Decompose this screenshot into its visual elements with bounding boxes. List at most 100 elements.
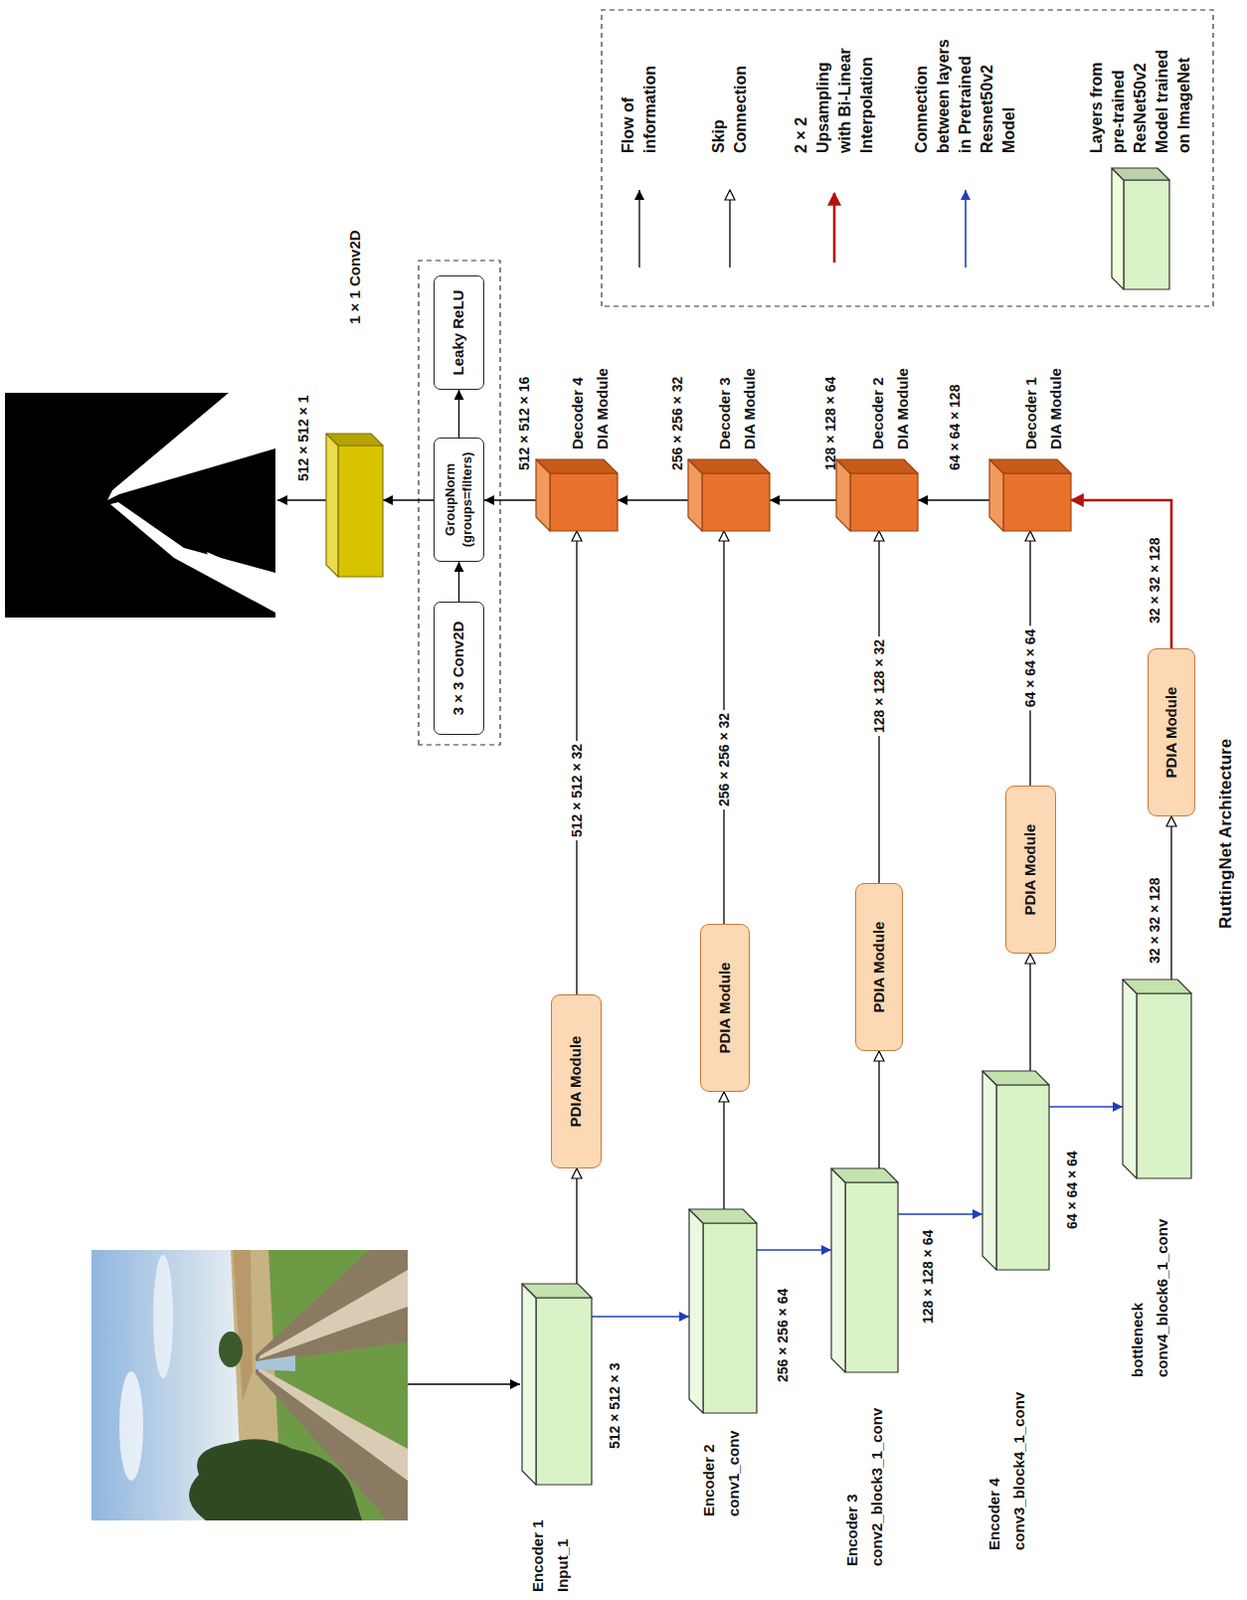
block-face <box>326 433 339 577</box>
decoder-block-shape <box>989 459 1071 532</box>
decoder-block: Decoder 1DIA Module <box>989 459 1071 532</box>
legend-sample-arrow <box>638 189 640 268</box>
field <box>91 1249 408 1521</box>
block-face <box>688 459 770 474</box>
block-face <box>982 1070 997 1270</box>
block-face <box>1122 979 1192 994</box>
pdia-module: PDIA Module <box>855 883 903 1052</box>
dimension-label: 64 × 64 × 64 <box>1021 626 1040 712</box>
block-label-text: conv2_block3_1_conv <box>864 1408 890 1567</box>
legend-text: Layers from pre-trained ResNet50v2 Model… <box>1085 31 1196 154</box>
block-face <box>1111 168 1170 180</box>
block-face <box>1111 168 1124 290</box>
block-face <box>535 459 618 474</box>
legend-frame <box>601 9 1214 307</box>
block-label: Encoder 2conv1_conv <box>696 1429 746 1517</box>
block-label-text: conv3_block4_1_conv <box>1006 1392 1032 1551</box>
block-label-text: bottleneck <box>1124 1219 1150 1378</box>
input-photo <box>91 1249 408 1521</box>
block-label-text: Decoder 1 <box>1018 367 1044 450</box>
legend-text: Connection between layers in Pretrained … <box>910 31 1021 154</box>
block-label-text: DIA Module <box>589 367 615 450</box>
rut <box>255 1365 408 1521</box>
block-label-text: Decoder 4 <box>564 367 590 450</box>
encoder-block-shape <box>1122 979 1192 1179</box>
output-mask <box>4 392 276 618</box>
dimension-label: 128 × 128 × 64 <box>918 1230 937 1324</box>
block-label: Encoder 4conv3_block4_1_conv <box>981 1392 1032 1551</box>
block-label-text: conv1_conv <box>720 1429 746 1517</box>
group-bracket <box>418 260 501 745</box>
dimension-label: 256 × 256 × 32 <box>714 710 733 810</box>
block-label-text: Encoder 3 <box>839 1408 865 1567</box>
encoder-block: Encoder 1Input_1 <box>522 1283 592 1485</box>
legend-text: Skip Connection <box>708 38 752 154</box>
legend-sample-arrow <box>728 189 730 268</box>
block-label: Decoder 3DIA Module <box>712 367 762 450</box>
skip-connection <box>878 1051 880 1169</box>
dimension-label: 512 × 512 × 16 <box>515 376 534 471</box>
box-text: PDIA Module <box>566 1036 586 1128</box>
encoder-block-shape <box>831 1168 898 1373</box>
flow-arrow <box>382 499 434 501</box>
conv-block-shape <box>326 433 383 577</box>
flow-arrow <box>458 561 460 602</box>
rut-highlight <box>258 1367 408 1481</box>
legend-text: Flow of information <box>617 23 662 154</box>
dimension-label: 256 × 256 × 64 <box>773 1288 792 1383</box>
block-face <box>982 1070 1050 1085</box>
legend-sample-arrow <box>964 189 967 268</box>
block-face <box>831 1168 846 1373</box>
mask-rut <box>110 502 276 613</box>
encoder-block-shape <box>982 1070 1050 1270</box>
conv-block: 1 × 1 Conv2D <box>326 433 383 577</box>
block-label-text: Input_1 <box>549 1519 575 1593</box>
block-face <box>549 473 618 532</box>
block-face <box>1122 979 1137 1179</box>
upsampling-arrow <box>1070 500 1172 649</box>
block-label-text: Encoder 4 <box>981 1392 1007 1551</box>
cloud <box>119 1371 144 1481</box>
encoder-block-shape <box>522 1283 592 1485</box>
block-label: 1 × 1 Conv2D <box>342 229 367 325</box>
block-face <box>831 1168 898 1183</box>
process-box: GroupNorm (groups=filters) <box>433 437 485 562</box>
dimension-label: 512 × 512 × 3 <box>605 1363 624 1449</box>
block-label-text: DIA Module <box>736 367 762 450</box>
skip-connection <box>1029 953 1031 1071</box>
flow-arrow <box>769 499 837 501</box>
input-arrow <box>407 1383 521 1385</box>
block-face <box>689 1209 757 1224</box>
skip-connection <box>1170 816 1172 980</box>
block-face <box>522 1283 592 1298</box>
far-field <box>232 1249 253 1402</box>
block-face <box>326 433 383 446</box>
block-face <box>845 1182 898 1373</box>
box-text: PDIA Module <box>715 962 735 1055</box>
flow-arrow <box>917 499 990 501</box>
block-face <box>1136 993 1192 1179</box>
decoder-block: Decoder 4DIA Module <box>535 459 618 532</box>
skip-connection <box>722 1091 724 1210</box>
decoder-block-shape <box>688 459 770 532</box>
flow-arrow <box>617 499 689 501</box>
block-label-text: Encoder 2 <box>696 1429 721 1517</box>
block-face <box>522 1283 536 1485</box>
mask-ground <box>4 392 276 618</box>
legend-text: 2 × 2 Upsampling with Bi-Linear Interpol… <box>790 35 879 154</box>
box-text: PDIA Module <box>1021 824 1041 916</box>
block-face <box>535 1297 592 1485</box>
skip-connection <box>575 1168 577 1284</box>
dimension-label: 64 × 64 × 64 <box>1063 1150 1081 1230</box>
box-text: 3 × 3 Conv2D <box>449 621 469 716</box>
flow-arrow <box>484 499 536 501</box>
dimension-label: 32 × 32 × 128 <box>1145 878 1164 964</box>
encoder-block: bottleneckconv4_block6_1_conv <box>1122 979 1192 1179</box>
process-box: Leaky ReLU <box>433 275 485 390</box>
block-face <box>989 459 1071 474</box>
trees <box>218 1331 243 1368</box>
dimension-label: 32 × 32 × 128 <box>1145 537 1164 624</box>
